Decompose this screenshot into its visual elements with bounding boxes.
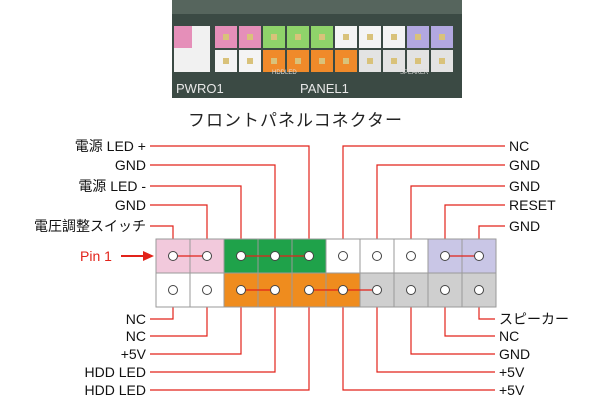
- pin-cell-bottom: [427, 272, 463, 308]
- pcb-highlight: [172, 0, 462, 14]
- pin-hole-bottom: [474, 285, 484, 295]
- pin-hole-top: [372, 251, 382, 261]
- pin-label-bottom-right: GND: [499, 346, 530, 362]
- pin-hole-bottom: [372, 285, 382, 295]
- pin-hole-bottom: [168, 285, 178, 295]
- wire-lines: [150, 145, 505, 391]
- wire-bottom-left: [150, 290, 242, 355]
- motherboard-connector-photo: PWRO1 PANEL1 HDDLED SPEAKER: [172, 0, 462, 98]
- wire-bottom-right: [410, 290, 495, 355]
- pin1-indicator: Pin 1: [80, 248, 154, 264]
- silk-pwro1: PWRO1: [176, 81, 224, 96]
- photo-pin-metal: [271, 34, 277, 40]
- wire-top-right: [410, 185, 505, 256]
- pin-label-top-left: GND: [115, 197, 146, 213]
- pin-hole-top: [304, 251, 314, 261]
- wire-top-right: [342, 145, 505, 256]
- photo-pin-metal: [415, 34, 421, 40]
- diagram-title: フロントパネルコネクター: [188, 111, 403, 130]
- photo-pin-metal: [319, 34, 325, 40]
- pin1-arrow-head: [143, 251, 154, 261]
- photo-pin-metal: [343, 58, 349, 64]
- photo-pin-metal: [391, 58, 397, 64]
- pin-hole-top: [338, 251, 348, 261]
- pin-label-top-right: GND: [509, 178, 540, 194]
- pin-hole-bottom: [406, 285, 416, 295]
- pin-hole-top: [236, 251, 246, 261]
- pin-label-top-left: 電圧調整スイッチ: [34, 218, 146, 234]
- photo-pin-metal: [295, 58, 301, 64]
- pin-hole-top: [406, 251, 416, 261]
- wire-bottom-left: [150, 290, 310, 391]
- pin-hole-top: [474, 251, 484, 261]
- photo-pin-metal: [223, 34, 229, 40]
- wire-bottom-right: [376, 290, 495, 373]
- pin-grid: [155, 238, 497, 308]
- silk-panel1: PANEL1: [300, 81, 349, 96]
- photo-pin-left-pink: [174, 26, 192, 48]
- pin-hole-top: [168, 251, 178, 261]
- photo-pin-metal: [247, 34, 253, 40]
- photo-pin-metal: [439, 34, 445, 40]
- wire-top-left: [150, 185, 242, 256]
- silk-speaker: SPEAKER: [400, 70, 429, 76]
- silk-hddled: HDDLED: [272, 70, 297, 76]
- wire-bottom-right: [342, 290, 495, 391]
- pin-label-bottom-left: HDD LED: [85, 364, 146, 380]
- wire-top-left: [150, 145, 310, 256]
- photo-pin-metal: [439, 58, 445, 64]
- pin-hole-bottom: [338, 285, 348, 295]
- pin1-label: Pin 1: [80, 248, 112, 264]
- pin-hole-bottom: [202, 285, 212, 295]
- pin-hole-top: [270, 251, 280, 261]
- photo-pin-header: [174, 26, 453, 72]
- pin-label-top-right: GND: [509, 218, 540, 234]
- pin-label-bottom-left: NC: [126, 328, 146, 344]
- photo-pin-metal: [367, 58, 373, 64]
- photo-pin-metal: [367, 34, 373, 40]
- pin-label-bottom-left: +5V: [121, 346, 147, 362]
- pin-hole-bottom: [270, 285, 280, 295]
- photo-pin-metal: [319, 58, 325, 64]
- pin-label-top-right: GND: [509, 157, 540, 173]
- photo-pin-metal: [295, 34, 301, 40]
- pin-label-top-right: RESET: [509, 197, 556, 213]
- wire-top-left: [150, 164, 276, 256]
- photo-pin-metal: [247, 58, 253, 64]
- wire-bottom-left: [150, 290, 276, 373]
- pin-label-bottom-right: NC: [499, 328, 519, 344]
- pin-label-bottom-left: NC: [126, 311, 146, 327]
- photo-pin-metal: [391, 34, 397, 40]
- pin-labels: 電源 LED + GND 電源 LED - GND 電圧調整スイッチ NC GND GND RE…: [34, 138, 569, 398]
- photo-pin-metal: [271, 58, 277, 64]
- pin-label-bottom-right: スピーカー: [499, 311, 569, 327]
- pin-hole-top: [202, 251, 212, 261]
- pin-label-top-left: 電源 LED -: [78, 178, 146, 194]
- pin-hole-bottom: [304, 285, 314, 295]
- photo-pin-metal: [223, 58, 229, 64]
- pin-label-bottom-right: +5V: [499, 382, 525, 398]
- pin-label-top-right: NC: [509, 138, 529, 154]
- pin-cell-bottom: [189, 272, 225, 308]
- photo-pin-metal: [343, 34, 349, 40]
- wire-top-right: [376, 164, 505, 256]
- pcb-background: [172, 0, 462, 98]
- pin-label-bottom-left: HDD LED: [85, 382, 146, 398]
- pin-hole-bottom: [236, 285, 246, 295]
- pin-hole-top: [440, 251, 450, 261]
- photo-pin-metal: [415, 58, 421, 64]
- pin-hole-bottom: [440, 285, 450, 295]
- pin-label-top-left: GND: [115, 157, 146, 173]
- pin-label-bottom-right: +5V: [499, 364, 525, 380]
- pin-label-top-left: 電源 LED +: [75, 138, 146, 154]
